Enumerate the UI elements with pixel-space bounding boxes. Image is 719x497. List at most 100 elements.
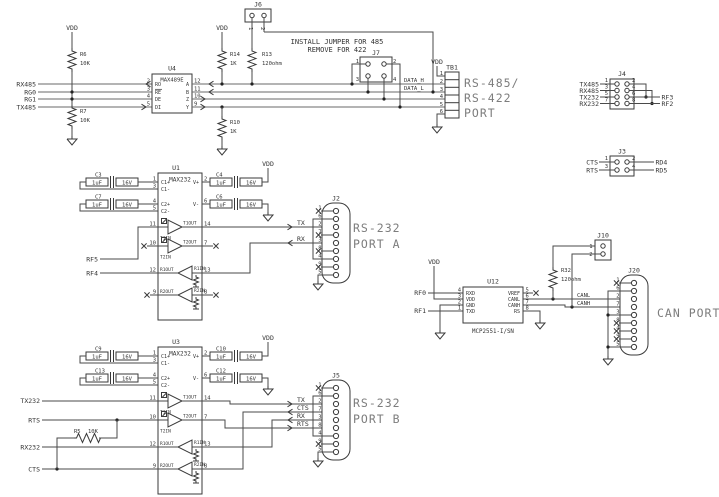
r7-ref: R7 [80,109,87,115]
net-label-rx: RX [297,412,305,420]
net-label-rf5: RF5 [86,256,98,264]
pin-num: 5 [605,91,608,97]
u4-pin-b: B [186,90,189,96]
net-label-rf3: RF3 [662,94,674,102]
j5-ref: J5 [332,372,340,380]
j20-db9-connector: J20 [602,267,649,366]
port-a-title-1: RS-232 [353,221,401,235]
j7-ref: J7 [372,49,380,57]
u4-chip: U4 MAX489E RO RE DE DI A B Z Y 2 3 4 5 1… [147,65,201,114]
cap-voltage: 16V [246,181,257,187]
ground-symbol [602,355,614,366]
rs485-section: RX485 RG0 RG1 TX485 VDD R6 10K R7 10K U4… [16,1,518,156]
pin-num: 5 [440,102,443,108]
jumper-note-line1: INSTALL JUMPER FOR 485 [291,38,384,46]
net-label-cts: CTS [297,404,309,412]
vdd-label: VDD [428,258,440,266]
u12-pin-vref: VREF [508,291,520,297]
ground-symbol [216,145,228,156]
cap-voltage: 16V [122,355,133,361]
r6-resistor: VDD R6 10K [66,24,91,72]
rs485-port-title-3: PORT [464,106,496,120]
pin-num: 1 [458,306,461,312]
pin-num: 2 [393,59,396,65]
pin-num: 4 [632,164,636,170]
pin-num: 3 [147,87,150,93]
net-label-rts: RTS [586,167,598,175]
net-label-rx: RX [297,235,305,243]
wires [600,83,660,106]
c10-ref: C10 [216,347,226,353]
ground-symbol [312,457,324,468]
net-label-rg0: RG0 [24,89,36,97]
pin-num: 9 [194,102,197,108]
cap-voltage: 16V [122,203,133,209]
cap-voltage: 16V [246,355,257,361]
u12-pin-txd: TXD [466,309,475,315]
pin-num: 7 [605,98,608,104]
c3-ref: C3 [95,173,102,179]
pin-num: 11 [194,87,201,93]
pin-num: 3 [440,87,443,93]
wires [202,223,333,274]
r14-ref: R14 [230,52,241,58]
pin-num: 6 [440,109,443,115]
r7-value: 10K [80,118,91,124]
u12-pin-rxd: RXD [466,291,475,297]
rs485-port-title-2: RS-422 [464,91,512,105]
net-label-rx232: RX232 [579,100,599,108]
u4-pin-re: RE [155,90,161,96]
u4-pin-z: Z [186,97,189,103]
rs232-port-b-section: U3 C9 1uF 16V C13 1uF 16V C10 1uF 16V VD… [20,334,401,495]
pin-num: 2 [440,79,443,85]
r32-ref: R32 [561,268,571,274]
net-label-tx232: TX232 [579,94,599,102]
u12-part: MCP2551-I/SN [472,329,514,335]
ground-symbol [262,385,274,396]
r6-ref: R6 [80,52,87,58]
vdd-label: VDD [431,58,443,66]
cap-value: 1uF [216,203,226,209]
j4-header: J4 TX485 RX485 TX232 RX232 1 3 5 7 2 4 6… [579,70,674,110]
c9-ref: C9 [95,347,102,353]
u4-pin-de: DE [155,97,161,103]
pin-num: 1 [356,59,359,65]
c10-capacitor: C10 1uF 16V VDD [202,334,274,362]
port-b-title-1: RS-232 [353,396,401,410]
tb1-ref: TB1 [446,64,458,72]
u12-chip: U12 RXD VDD GND TXD VREF CANL CANH RS 4 … [458,278,529,336]
cap-value: 1uF [92,181,102,187]
ground-symbol [431,123,443,134]
net-label-rx232: RX232 [20,444,40,452]
u12-pin-canh: CANH [508,303,520,309]
pin-num: 5 [147,102,150,108]
pin-num: 1 [440,71,443,77]
pin-num: 2 [458,300,461,306]
wires [599,161,654,171]
pin-num: 4 [632,85,636,91]
net-label-rf2: RF2 [662,100,674,108]
net-label-rf1: RF1 [414,307,426,315]
r10-ref: R10 [230,120,240,126]
c7-ref: C7 [95,195,102,201]
c13-capacitor: C13 1uF 16V [79,369,158,386]
j4-ref: J4 [618,70,626,78]
pin-num: 3 [458,294,461,300]
pin-num: 4 [393,77,397,83]
r5-resistor: R5 10K [56,420,118,469]
c4-capacitor: C4 1uF 16V VDD [202,160,274,188]
net-label-tx: TX [297,219,305,227]
net-label-tx: TX [297,396,305,404]
ground-symbol [312,280,324,291]
net-label-rd5: RD5 [656,167,668,175]
jumper-note-line2: REMOVE FOR 422 [307,46,366,54]
u12-pin-vdd: VDD [466,297,475,303]
can-port-title: CAN PORT [657,306,719,320]
net-label-rf4: RF4 [86,270,98,278]
net-label-rf0: RF0 [414,289,426,297]
r14-resistor: VDD R14 1K [216,24,241,86]
port-b-title-2: PORT B [353,412,401,426]
net-label-cts: CTS [586,159,598,167]
j3-header: J3 CTS RTS 1 3 2 4 RD4 RD5 [586,148,667,177]
